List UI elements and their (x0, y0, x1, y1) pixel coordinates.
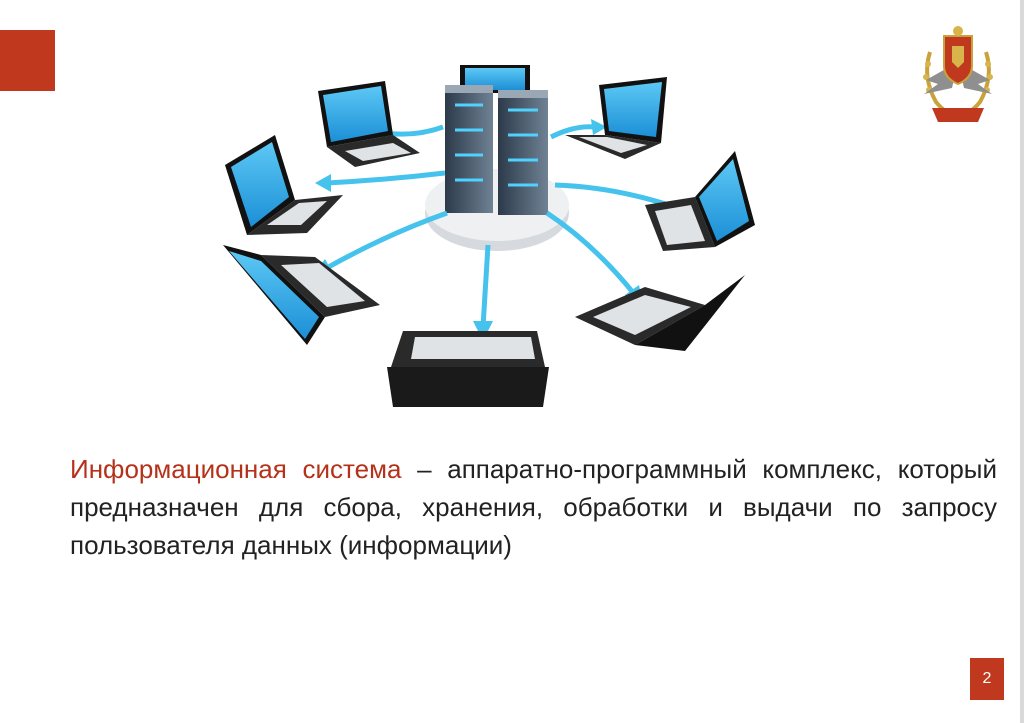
laptop-icon (575, 275, 745, 351)
laptop-icon (223, 245, 380, 345)
laptop-icon (565, 77, 667, 159)
slide-edge (1020, 0, 1024, 723)
definition-text: Информационная система – аппаратно-прогр… (70, 450, 997, 564)
laptop-icon (387, 331, 549, 407)
emblem-logo (918, 22, 998, 130)
logo-ribbon (932, 108, 984, 122)
definition-term: Информационная система (70, 454, 401, 484)
server-icon (498, 90, 548, 215)
network-illustration (215, 55, 775, 423)
page-number: 2 (970, 658, 1004, 700)
accent-square (0, 30, 55, 91)
server-icon (445, 85, 493, 213)
shield (944, 26, 972, 84)
laptop-icon (318, 81, 420, 167)
